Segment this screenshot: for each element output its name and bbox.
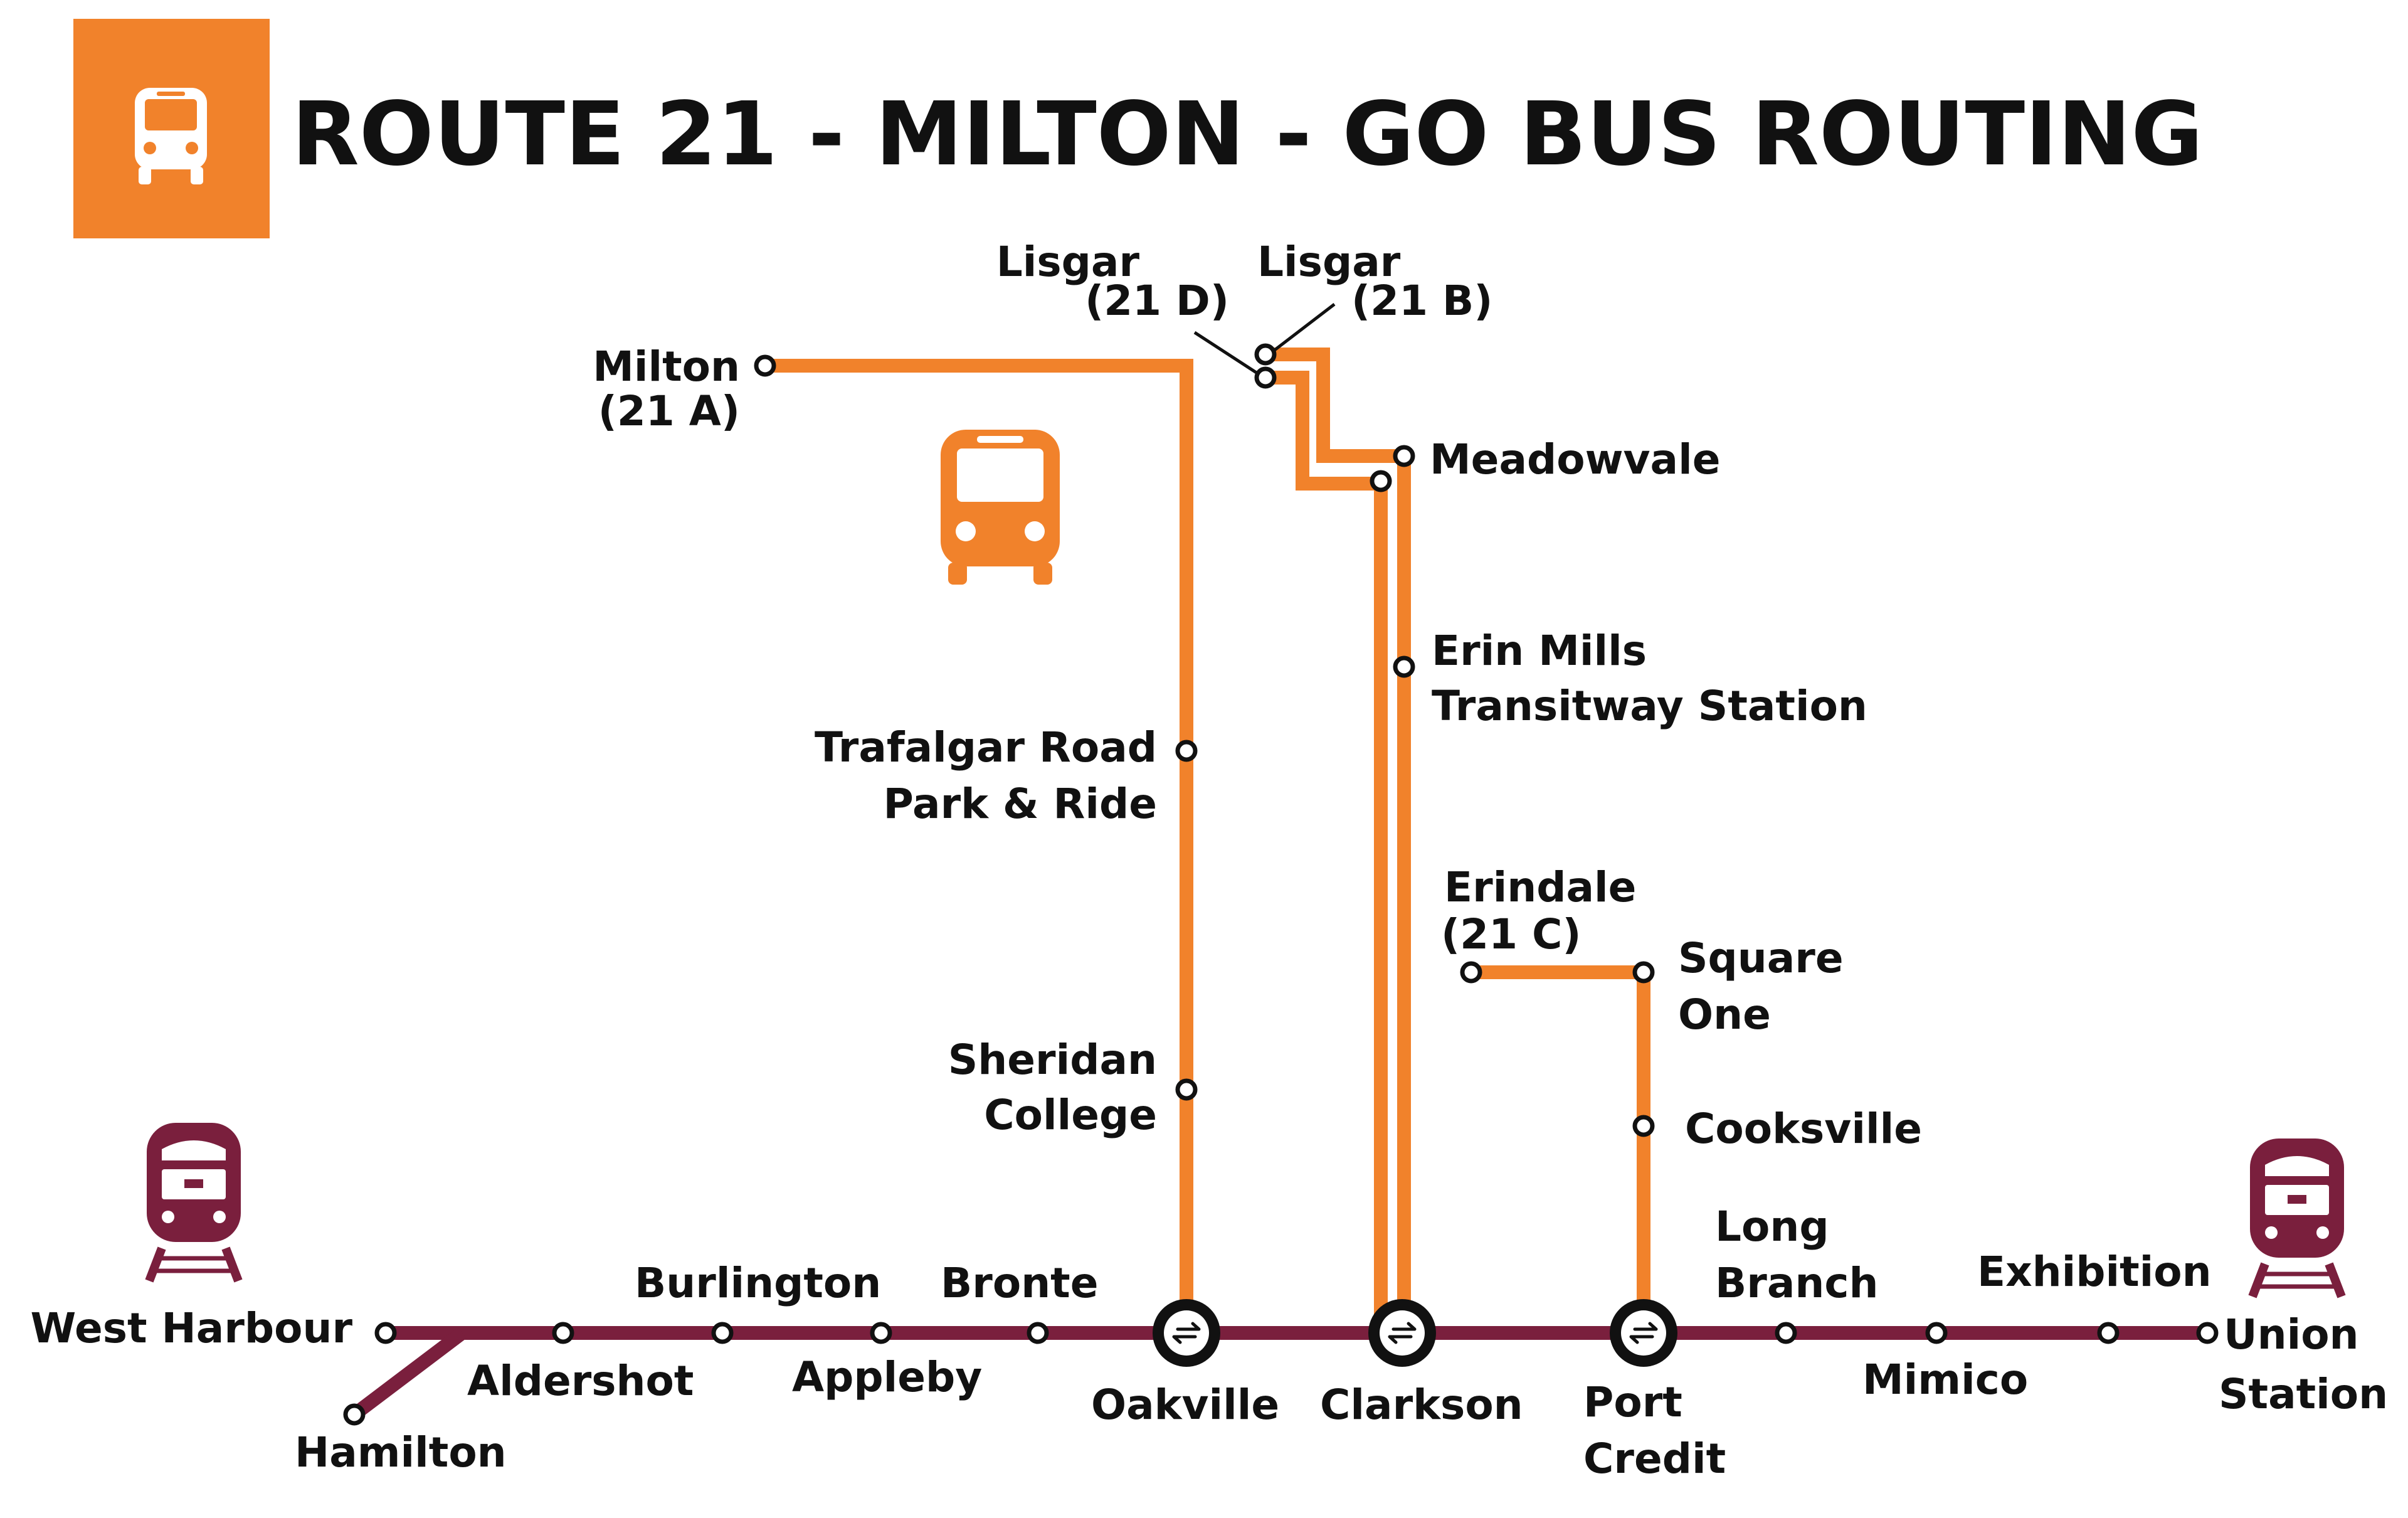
stop-sheridan: [1175, 1078, 1198, 1101]
stop-mimico: [1925, 1322, 1948, 1344]
stop-union: [2196, 1322, 2219, 1344]
label-west-harbour: West Harbour: [31, 1304, 353, 1352]
stop-milton: [754, 354, 776, 377]
lisgar-21d-leader: [1193, 331, 1259, 375]
train-icon-left: [145, 1123, 243, 1283]
route-21d-line: [1265, 371, 1388, 1333]
stop-appleby: [870, 1322, 892, 1344]
interchange-clarkson: [1368, 1299, 1436, 1367]
transfer-arrows-icon: [1388, 1322, 1417, 1344]
label-trafalgar-2: Park & Ride: [883, 780, 1157, 828]
stop-west-harbour: [374, 1322, 397, 1344]
label-milton: Milton: [593, 342, 740, 391]
label-long-branch: Long: [1715, 1202, 1829, 1251]
label-lisgar-d-code: (21 D): [1085, 277, 1229, 325]
stop-bronte: [1027, 1322, 1049, 1344]
label-lisgar-b-code: (21 B): [1351, 277, 1492, 325]
bus-icon: [941, 430, 1060, 585]
label-erindale-code: (21 C): [1441, 910, 1582, 958]
label-lisgar-b: Lisgar: [1257, 238, 1401, 286]
label-meadowvale: Meadowvale: [1430, 435, 1720, 484]
label-square-one-2: One: [1678, 990, 1771, 1039]
stop-hamilton: [343, 1403, 366, 1426]
label-milton-code: (21 A): [598, 387, 740, 435]
page-title: ROUTE 21 - MILTON - GO BUS ROUTING: [292, 83, 2203, 186]
label-square-one: Square: [1678, 934, 1844, 982]
route-21b-line: [1265, 348, 1411, 1333]
stop-meadowvale-d: [1370, 470, 1392, 492]
stop-erindale: [1460, 961, 1482, 984]
label-mimico: Mimico: [1862, 1356, 2028, 1404]
rail-line: [350, 1326, 2207, 1420]
label-appleby: Appleby: [792, 1353, 982, 1401]
label-burlington: Burlington: [635, 1259, 881, 1307]
train-icon-right: [2248, 1138, 2346, 1298]
label-hamilton: Hamilton: [295, 1428, 507, 1477]
label-bronte: Bronte: [941, 1259, 1099, 1307]
lisgar-21b-leader: [1272, 303, 1336, 353]
stop-cooksville: [1632, 1115, 1655, 1137]
label-erin-mills: Erin Mills: [1432, 627, 1647, 675]
label-erin-mills-2: Transitway Station: [1432, 682, 1867, 730]
route-21c-line: [1471, 965, 1650, 1330]
label-trafalgar: Trafalgar Road: [815, 723, 1157, 772]
stop-burlington: [711, 1322, 734, 1344]
label-sheridan: Sheridan: [948, 1036, 1157, 1084]
label-lisgar-d: Lisgar: [996, 238, 1140, 286]
label-long-branch-2: Branch: [1715, 1259, 1879, 1307]
label-cooksville: Cooksville: [1685, 1105, 1922, 1153]
bus-routes: [765, 348, 1650, 1333]
transfer-arrows-icon: [1629, 1322, 1658, 1344]
label-aldershot: Aldershot: [467, 1357, 694, 1405]
label-oakville: Oakville: [1091, 1381, 1279, 1429]
route-21a-line: [765, 359, 1193, 1330]
interchange-port-credit: [1610, 1299, 1677, 1367]
stop-trafalgar: [1175, 740, 1198, 762]
label-union: Union: [2224, 1310, 2359, 1359]
label-clarkson: Clarkson: [1320, 1381, 1523, 1429]
stop-meadowvale-b: [1393, 445, 1415, 467]
label-port-credit-2: Credit: [1583, 1435, 1726, 1483]
transfer-arrows-icon: [1172, 1322, 1201, 1344]
label-union-2: Station: [2219, 1370, 2388, 1418]
label-exhibition: Exhibition: [1977, 1248, 2212, 1296]
header-bus-icon: [135, 88, 207, 184]
stop-square-one: [1632, 961, 1655, 984]
hamilton-branch-line: [350, 1327, 467, 1420]
stop-aldershot: [552, 1322, 574, 1344]
interchange-oakville: [1153, 1299, 1220, 1367]
label-port-credit: Port: [1583, 1378, 1682, 1426]
label-erindale: Erindale: [1444, 863, 1636, 911]
stop-exhibition: [2097, 1322, 2120, 1344]
stop-lisgar-21b: [1254, 343, 1277, 366]
label-sheridan-2: College: [984, 1091, 1157, 1139]
stop-long-branch: [1775, 1322, 1797, 1344]
stop-erin-mills: [1393, 656, 1415, 678]
stop-lisgar-21d: [1254, 366, 1277, 389]
